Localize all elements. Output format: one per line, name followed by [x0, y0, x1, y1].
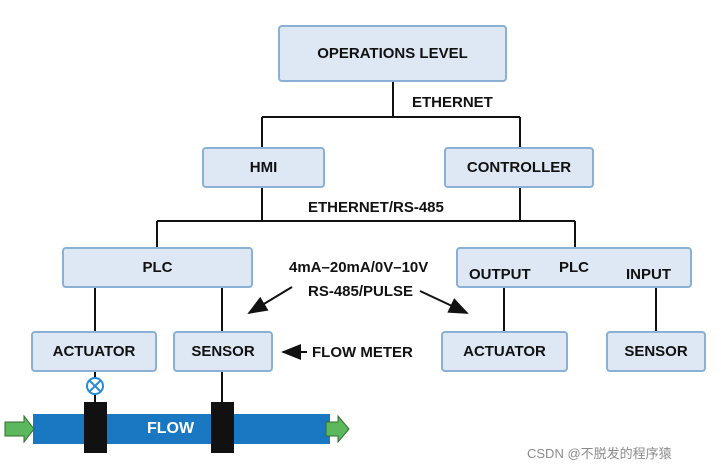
ethernet-label: ETHERNET: [412, 94, 493, 111]
controller-node: CONTROLLER: [444, 147, 594, 188]
plc-input-label: INPUT: [626, 266, 671, 283]
watermark-text: CSDN @不脱发的程序猿: [527, 446, 672, 461]
hmi-node: HMI: [202, 147, 325, 188]
flow-label: FLOW: [147, 420, 195, 437]
plc-right-label: PLC: [559, 259, 589, 276]
operations-level-node: OPERATIONS LEVEL: [278, 25, 507, 82]
actuator-right-node: ACTUATOR: [441, 331, 568, 372]
signal-label-line1: 4mA–20mA/0V–10V: [289, 259, 429, 276]
sensor-probe: [211, 402, 234, 453]
ethernet-rs485-label: ETHERNET/RS-485: [308, 199, 444, 216]
plc-left-node: PLC: [62, 247, 253, 288]
pipe-body: [33, 414, 330, 444]
outlet-arrow-icon: [325, 414, 350, 444]
plc-output-label: OUTPUT: [469, 266, 531, 283]
sensor-right-node: SENSOR: [606, 331, 706, 372]
plc-right-node: [456, 247, 692, 288]
actuator-valve-body: [84, 402, 107, 453]
flow-meter-label: FLOW METER: [312, 344, 413, 361]
signal-label-line2: RS-485/PULSE: [308, 283, 414, 300]
inlet-arrow-icon: [4, 414, 35, 444]
sensor-left-node: SENSOR: [173, 331, 273, 372]
actuator-left-node: ACTUATOR: [31, 331, 157, 372]
